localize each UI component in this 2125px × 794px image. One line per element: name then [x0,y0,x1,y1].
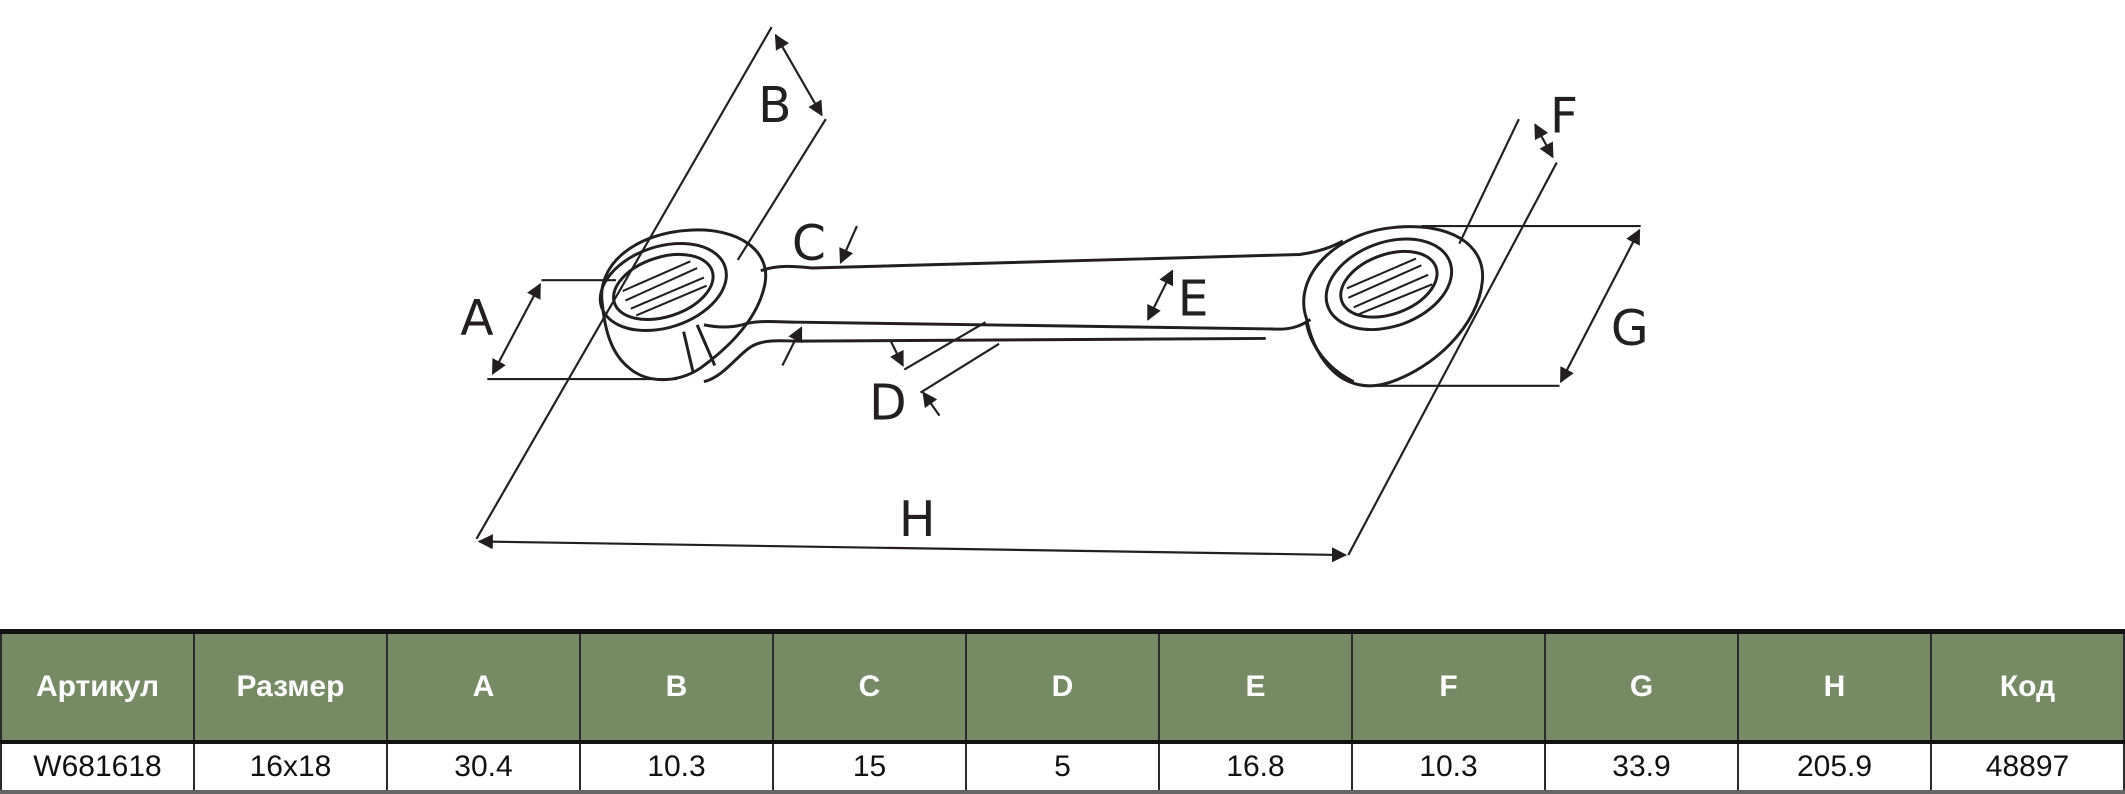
label-d: D [869,376,907,432]
cell-b: 10.3 [579,741,774,794]
cell-article: W681618 [0,741,195,794]
header-f: F [1351,629,1546,744]
header-code: Код [1930,629,2125,744]
label-e: E [1178,271,1209,327]
header-size: Размер [193,629,388,744]
cell-d: 5 [965,741,1160,794]
cell-size: 16x18 [193,741,388,794]
dimension-labels: B C A D E F G H [460,78,1648,548]
cell-h: 205.9 [1737,741,1932,794]
header-g: G [1544,629,1739,744]
header-e: E [1158,629,1353,744]
label-b: B [758,78,791,134]
cell-code: 48897 [1930,741,2125,794]
header-a: A [386,629,581,744]
cell-a: 30.4 [386,741,581,794]
wrench [598,225,1484,388]
wrench-dimension-diagram: B C A D E F G H [460,26,1649,563]
label-h: H [899,492,936,548]
table-row: W681618 16x18 30.4 10.3 15 5 16.8 10.3 3… [0,741,2125,794]
label-f: F [1550,89,1578,145]
header-d: D [965,629,1160,744]
header-c: C [772,629,967,744]
right-ring-head [1302,225,1484,388]
left-ring-head [598,228,768,382]
table-header-row: Артикул Размер A B C D E F G H Код [0,629,2125,744]
dimension-lines [475,26,1641,563]
cell-g: 33.9 [1544,741,1739,794]
cell-c: 15 [772,741,967,794]
header-b: B [579,629,774,744]
cell-e: 16.8 [1158,741,1353,794]
label-g: G [1611,301,1649,357]
cell-f: 10.3 [1351,741,1546,794]
header-h: H [1737,629,1932,744]
header-article: Артикул [0,629,195,744]
label-c: C [792,216,826,272]
label-a: A [460,290,493,346]
specs-table: Артикул Размер A B C D E F G H Код W6816… [0,629,2125,794]
